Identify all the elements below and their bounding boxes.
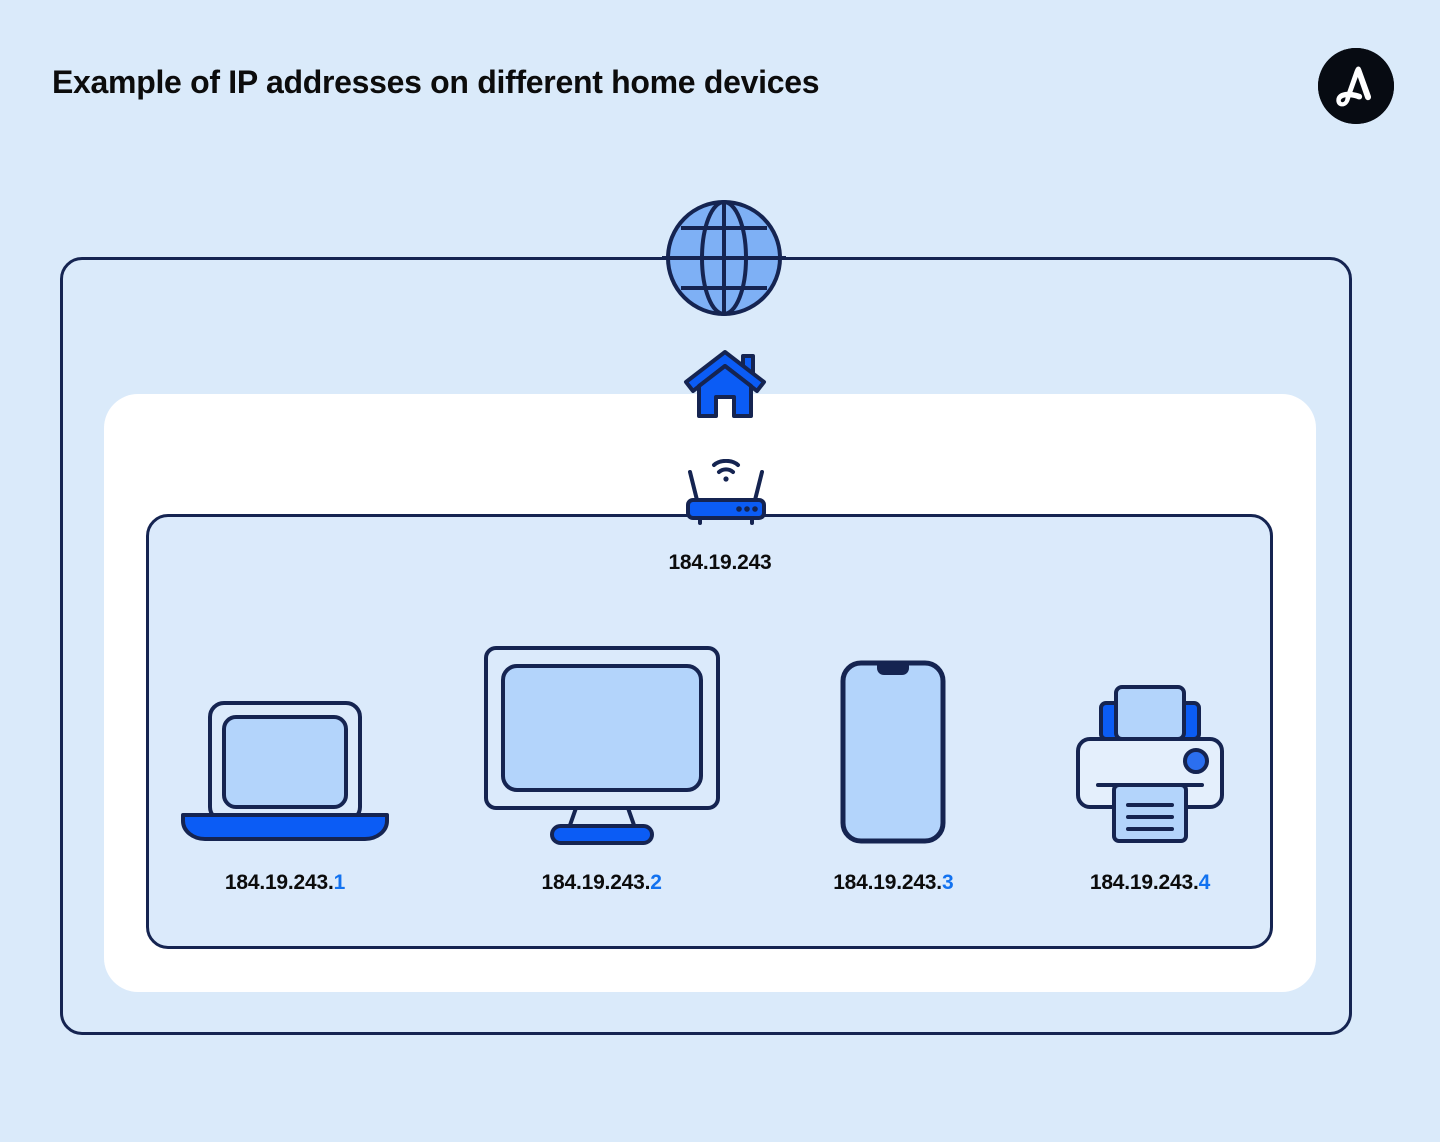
ip-host-octet: 3 xyxy=(941,871,954,894)
globe-icon xyxy=(662,196,786,320)
ip-host-octet: 4 xyxy=(1198,871,1211,894)
ip-prefix: 184.19.243. xyxy=(541,871,651,894)
device-ip-label: 184.19.243.3 xyxy=(833,871,953,895)
device-printer: 184.19.243.4 xyxy=(1040,640,1260,895)
ip-prefix: 184.19.243. xyxy=(1089,871,1199,894)
brand-logo-icon xyxy=(1318,48,1394,124)
printer-icon xyxy=(1070,640,1230,845)
devices-row: 184.19.243.1 184.19.243.2 184.19.243.3 xyxy=(160,625,1260,895)
monitor-icon xyxy=(470,640,734,845)
device-ip-label: 184.19.243.4 xyxy=(1090,871,1210,895)
device-monitor: 184.19.243.2 xyxy=(457,640,747,895)
ip-host-octet: 1 xyxy=(333,871,346,894)
device-ip-label: 184.19.243.1 xyxy=(225,871,345,895)
ip-host-octet: 2 xyxy=(650,871,662,894)
router-ip-label: 184.19.243 xyxy=(668,551,772,574)
page-title: Example of IP addresses on different hom… xyxy=(52,64,820,100)
device-laptop: 184.19.243.1 xyxy=(160,640,410,895)
device-smartphone: 184.19.243.3 xyxy=(793,640,993,895)
device-ip-label: 184.19.243.2 xyxy=(542,871,662,895)
wifi-router-icon xyxy=(682,458,770,525)
laptop-icon xyxy=(179,640,391,845)
ip-prefix: 184.19.243. xyxy=(833,871,942,894)
smartphone-icon xyxy=(831,640,955,845)
house-icon xyxy=(682,348,768,420)
ip-prefix: 184.19.243. xyxy=(224,871,334,894)
